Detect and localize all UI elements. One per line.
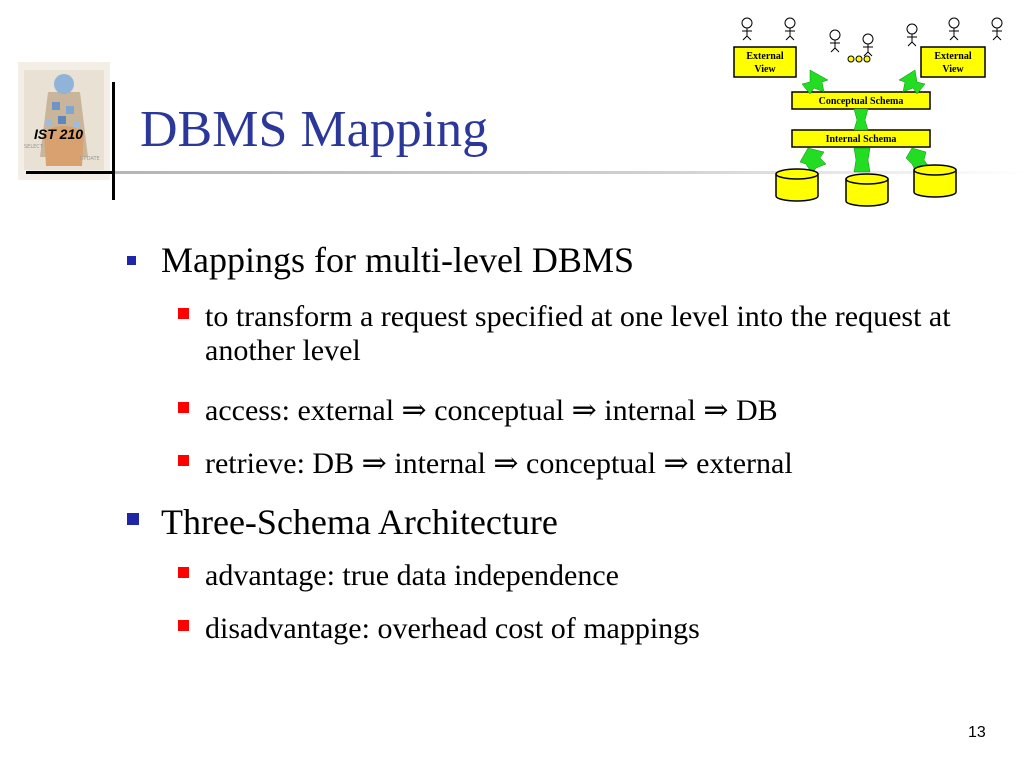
ellipsis-dot-icon: [863, 55, 871, 63]
external-view-box-right: External View: [920, 46, 986, 78]
user-icon: [784, 17, 796, 41]
ellipsis-dot-icon: [855, 55, 863, 63]
user-icon: [948, 17, 960, 41]
slide-title: DBMS Mapping: [140, 101, 489, 158]
sub-bullet-transform: to transform a request specified at one …: [178, 300, 978, 368]
sub-bullet-text: retrieve: DB ⇒ internal ⇒ conceptual ⇒ e…: [205, 447, 793, 480]
sub-bullet-text: access: external ⇒ conceptual ⇒ internal…: [205, 394, 778, 427]
red-square-bullet-icon: [178, 620, 189, 631]
blue-square-bullet-icon: [127, 256, 136, 265]
red-square-bullet-icon: [178, 567, 189, 578]
external-view-right-line2: View: [942, 64, 964, 75]
title-left-rule: [26, 171, 112, 174]
sub-bullet-access: access: external ⇒ conceptual ⇒ internal…: [178, 394, 978, 428]
user-icon: [862, 33, 874, 57]
bullet-text: Three-Schema Architecture: [161, 502, 558, 542]
ist210-logo: SELECT UPDATE: [18, 62, 110, 180]
three-schema-diagram: External View External View Conceptual S…: [733, 17, 1003, 207]
external-view-left-line1: External: [746, 51, 783, 62]
internal-schema-label: Internal Schema: [826, 134, 897, 145]
mapping-arrow-icon: [898, 69, 926, 95]
user-icon: [991, 17, 1003, 41]
red-square-bullet-icon: [178, 455, 189, 466]
conceptual-schema-label: Conceptual Schema: [819, 96, 904, 107]
bullet-mappings: Mappings for multi-level DBMS: [127, 240, 634, 280]
blue-square-bullet-icon: [127, 513, 139, 525]
database-icon: [775, 168, 819, 202]
external-view-box-left: External View: [733, 46, 797, 78]
ellipsis-dot-icon: [847, 55, 855, 63]
sub-bullet-text: disadvantage: overhead cost of mappings: [205, 612, 700, 645]
page-number: 13: [968, 724, 986, 741]
internal-schema-box: Internal Schema: [791, 129, 931, 148]
conceptual-schema-box: Conceptual Schema: [791, 91, 931, 110]
external-view-left-line2: View: [754, 64, 776, 75]
bullet-text: Mappings for multi-level DBMS: [161, 240, 634, 280]
logo-text: IST 210: [34, 126, 84, 142]
red-square-bullet-icon: [178, 308, 189, 319]
user-icon: [829, 29, 841, 53]
title-vertical-rule: [112, 82, 115, 200]
sub-bullet-retrieve: retrieve: DB ⇒ internal ⇒ conceptual ⇒ e…: [178, 447, 978, 481]
sub-bullet-text: advantage: true data independence: [205, 559, 619, 592]
mapping-arrow-icon: [853, 108, 869, 131]
mapping-arrow-icon: [799, 147, 827, 175]
external-view-right-line1: External: [934, 51, 971, 62]
user-icon: [741, 17, 753, 41]
sub-bullet-advantage: advantage: true data independence: [178, 559, 978, 593]
mapping-arrow-icon: [801, 69, 829, 95]
sub-bullet-text: to transform a request specified at one …: [205, 300, 951, 367]
database-icon: [913, 164, 957, 198]
mapping-arrow-icon: [853, 147, 871, 173]
title-underline-rule: [115, 171, 1024, 174]
svg-text:UPDATE: UPDATE: [80, 156, 100, 162]
sub-bullet-disadvantage: disadvantage: overhead cost of mappings: [178, 612, 978, 646]
database-icon: [845, 173, 889, 207]
svg-text:SELECT: SELECT: [24, 144, 44, 150]
red-square-bullet-icon: [178, 402, 189, 413]
user-icon: [906, 23, 918, 47]
bullet-three-schema: Three-Schema Architecture: [127, 502, 558, 542]
